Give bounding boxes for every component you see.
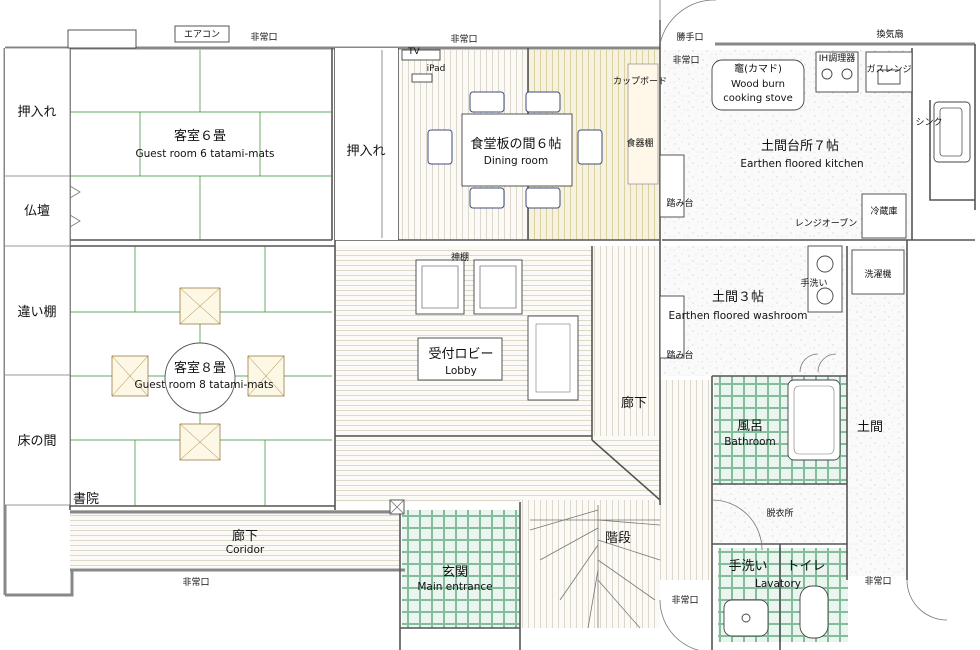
ipad-label: iPad xyxy=(427,64,446,74)
kamado-label: 竈(カマド) xyxy=(734,62,782,75)
lavatory-en-label: Lavatory xyxy=(755,578,801,590)
fridge-label: 冷蔵庫 xyxy=(870,205,897,217)
step-stool-2-label: 踏み台 xyxy=(666,349,693,361)
oven-label: レンジオーブン xyxy=(795,217,857,229)
dressing-room-label: 脱衣所 xyxy=(766,507,793,519)
exit-bottom-left-label: 非常口 xyxy=(182,576,209,588)
dish-shelf-label: 食器棚 xyxy=(626,137,653,149)
corridor-en-label: Coridor xyxy=(226,544,265,556)
guest-room-6-label: 客室６畳 xyxy=(174,128,226,144)
kitchen-label: 土間台所７帖 xyxy=(761,139,839,154)
back-door-label: 勝手口 xyxy=(676,31,703,43)
sink-label: シンク xyxy=(915,117,942,128)
oshiire-left-label: 押入れ xyxy=(17,105,56,120)
stairs-label: 階段 xyxy=(605,531,631,546)
kamado-en-1-label: Wood burn xyxy=(731,79,785,90)
cupboard-label: カップボード xyxy=(613,76,667,87)
washroom-en-label: Earthen floored washroom xyxy=(669,310,808,322)
washroom-label: 土間３帖 xyxy=(712,290,764,305)
step-stool-1-label: 踏み台 xyxy=(666,197,693,209)
guest-room-8-label: 客室８畳 xyxy=(174,360,226,376)
exit-top-left-label: 非常口 xyxy=(250,31,277,43)
oshiire-mid-label: 押入れ xyxy=(346,144,385,159)
aircon-label: エアコン xyxy=(184,30,220,40)
entrance-en-label: Main entrance xyxy=(417,581,492,593)
tv-label: TV xyxy=(407,47,420,57)
exit-top-mid-label: 非常口 xyxy=(450,33,477,45)
lobby-en-label: Lobby xyxy=(445,365,477,377)
shoin-label: 書院 xyxy=(73,492,99,507)
corridor-right-label: 廊下 xyxy=(621,395,647,411)
kamado-en-2-label: cooking stove xyxy=(723,93,793,104)
ih-cooker-label: IH調理器 xyxy=(819,52,855,64)
butsudan-label: 仏壇 xyxy=(24,203,50,219)
exit-top-right-label: 非常口 xyxy=(672,54,699,66)
dining-room-en-label: Dining room xyxy=(484,155,548,167)
handwash-label: 手洗い xyxy=(800,277,827,289)
exit-bottom-right-label: 非常口 xyxy=(864,575,891,587)
guest-room-6-en-label: Guest room 6 tatami-mats xyxy=(136,148,275,160)
bathroom-label: 風呂 xyxy=(737,419,763,434)
tokonoma-label: 床の間 xyxy=(17,434,56,449)
exit-bottom-mid-label: 非常口 xyxy=(671,594,698,606)
kitchen-en-label: Earthen floored kitchen xyxy=(740,158,863,170)
lavatory-toilet-label: トイレ xyxy=(786,559,825,574)
vent-fan-label: 換気扇 xyxy=(876,28,903,40)
guest-room-8-en-label: Guest room 8 tatami-mats xyxy=(135,379,274,391)
washer-label: 洗濯機 xyxy=(864,268,891,280)
dining-room-label: 食堂板の間６帖 xyxy=(470,136,561,152)
lavatory-handwash-label: 手洗い xyxy=(728,559,767,574)
kamidana-label: 神棚 xyxy=(451,251,469,263)
corridor-label: 廊下 xyxy=(232,528,258,544)
chigaidana-label: 違い棚 xyxy=(17,305,56,320)
doma-label: 土間 xyxy=(857,420,883,435)
lobby-label: 受付ロビー xyxy=(428,347,493,362)
gas-range-label: ガスレンジ xyxy=(866,64,911,75)
entrance-label: 玄関 xyxy=(442,565,468,580)
bathroom-en-label: Bathroom xyxy=(724,436,776,448)
